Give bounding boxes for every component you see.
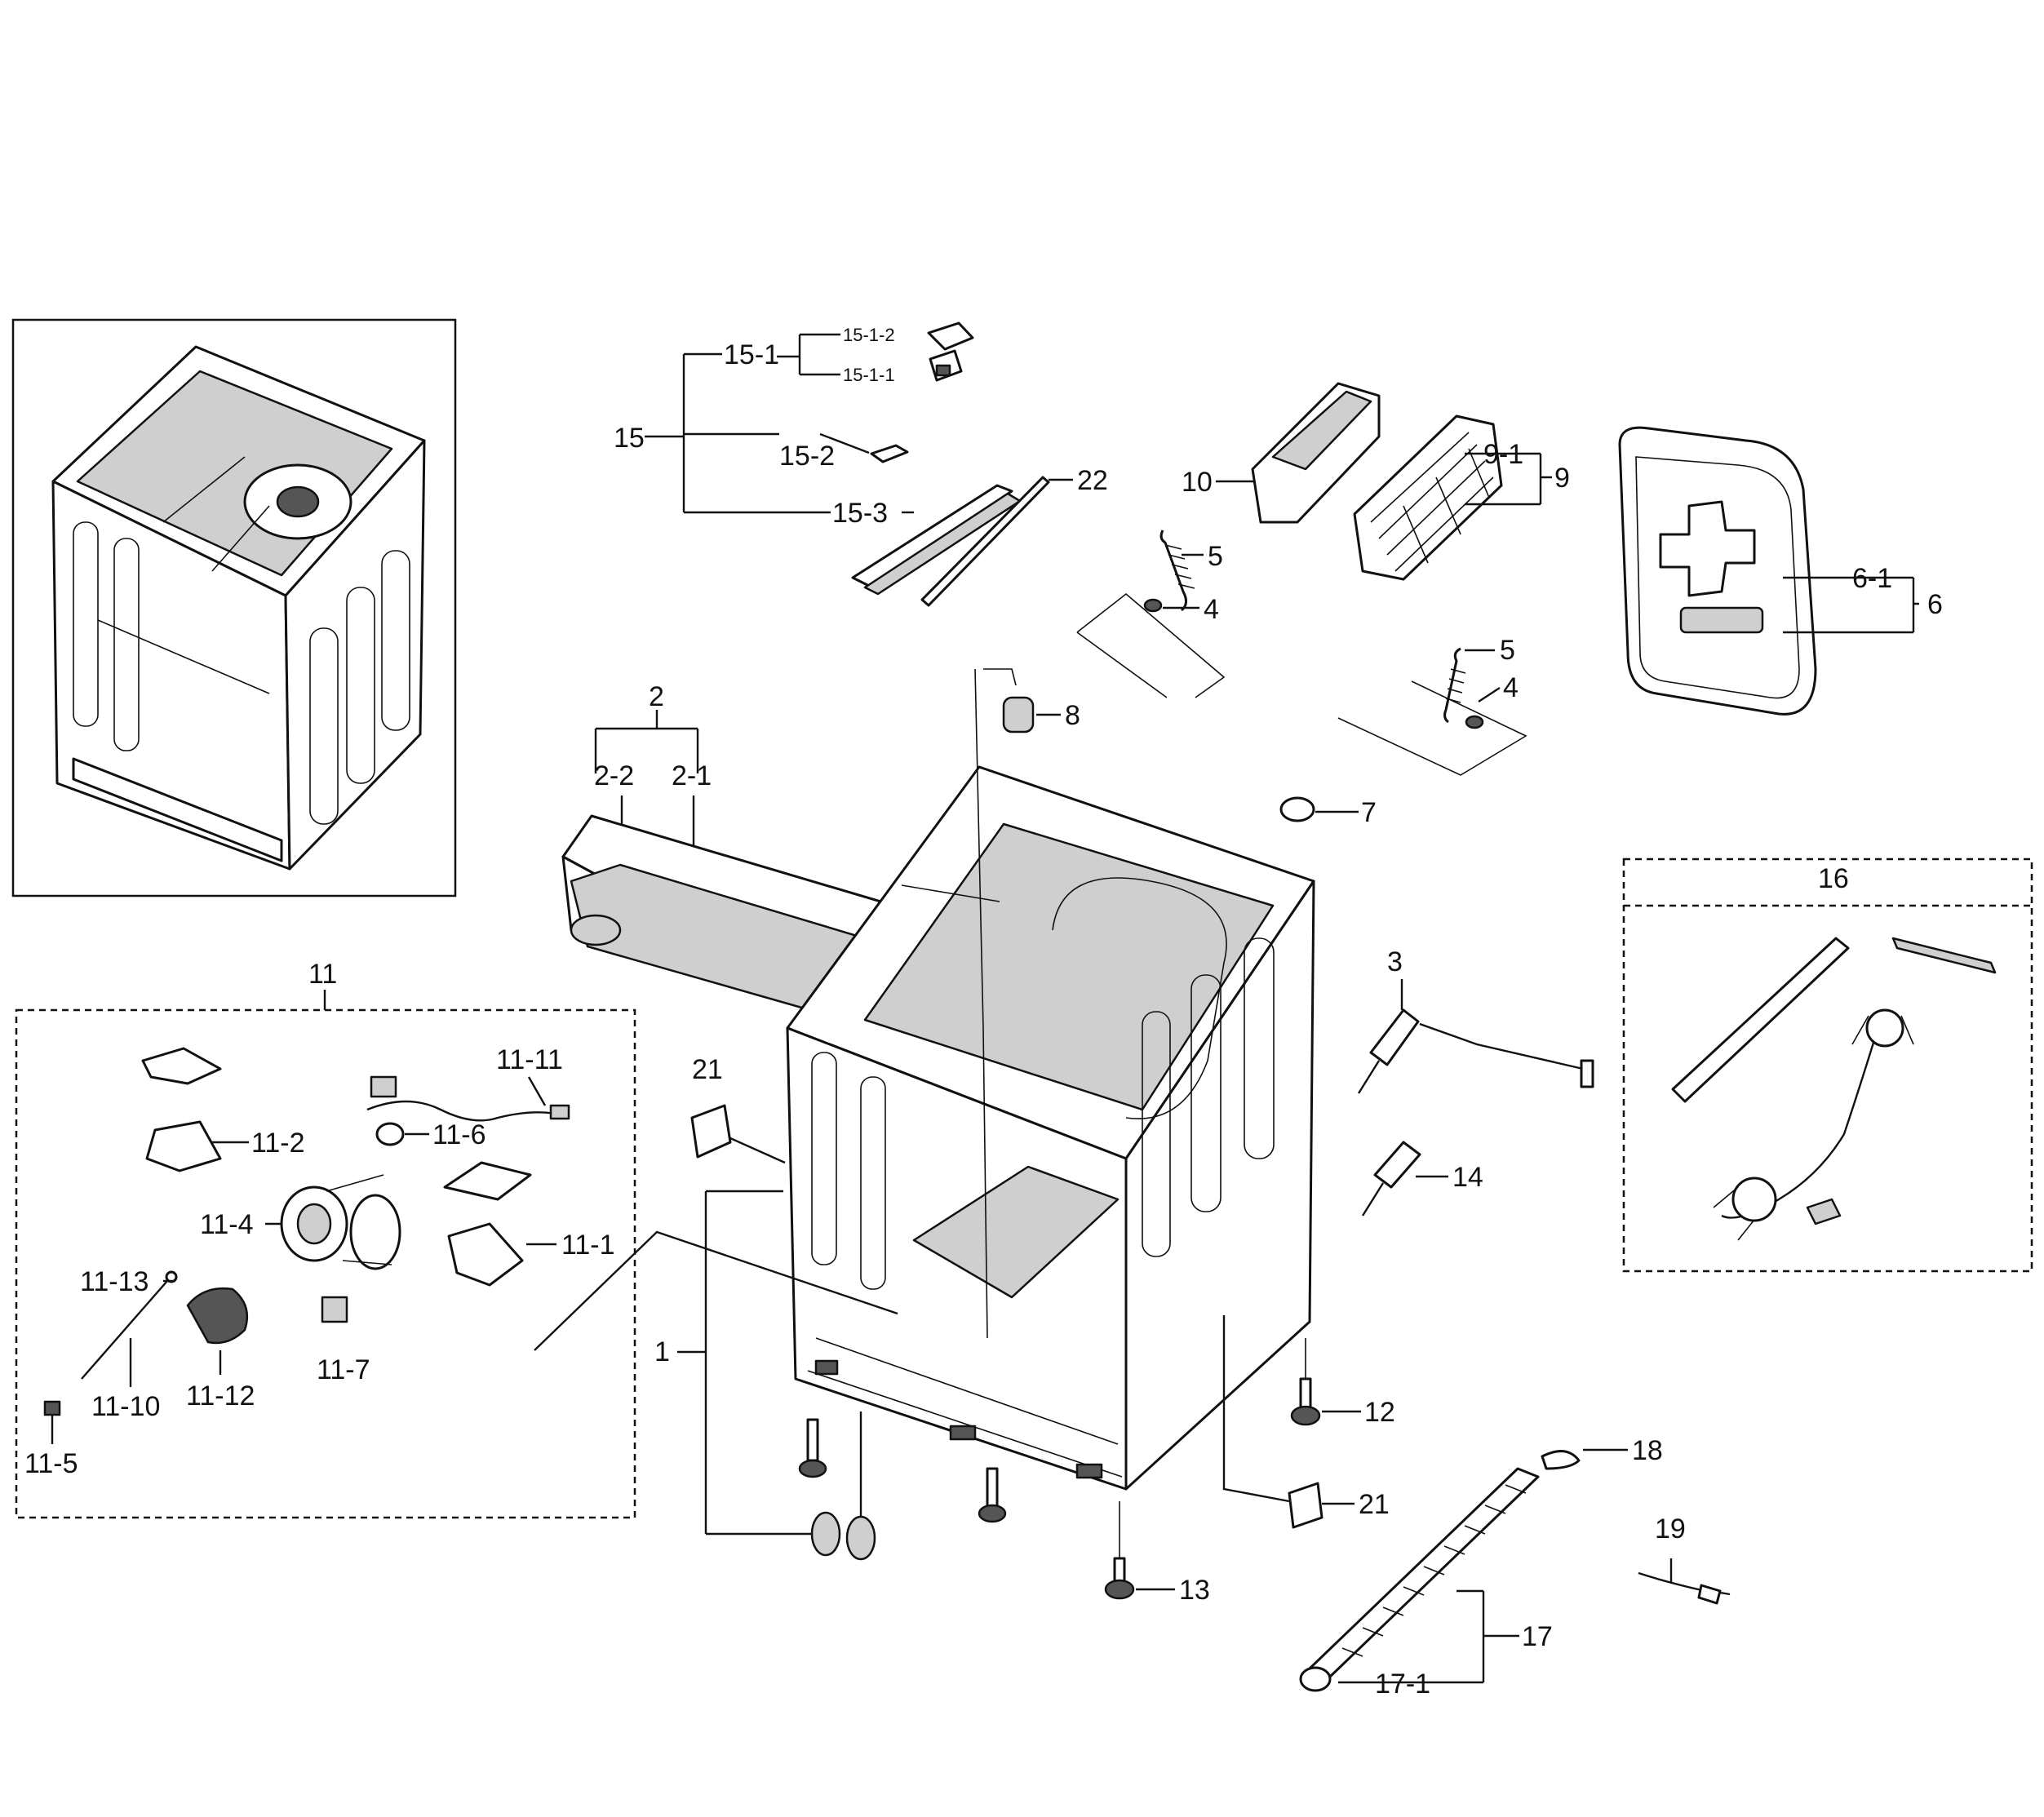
part-22-drawing xyxy=(920,476,1050,607)
callout-22: 22 xyxy=(1077,465,1108,496)
part-15-1-2-drawing xyxy=(927,321,974,351)
callout-4-upper: 4 xyxy=(1204,594,1219,625)
callout-2-2: 2-2 xyxy=(594,760,634,791)
part-group-1: 1 xyxy=(654,1190,1007,1561)
part-group-17-19: 18 17 17-1 19 xyxy=(1299,1435,1731,1700)
callout-7: 7 xyxy=(1361,797,1377,828)
callout-17: 17 xyxy=(1522,1621,1553,1652)
callout-21-lower: 21 xyxy=(1359,1489,1390,1520)
callout-10: 10 xyxy=(1182,467,1213,498)
callout-3: 3 xyxy=(1387,946,1403,977)
part-14-drawing xyxy=(1373,1141,1421,1189)
part-group-3-14: 3 14 xyxy=(1357,946,1594,1217)
callout-15-1: 15-1 xyxy=(724,339,779,370)
callout-11-2: 11-2 xyxy=(251,1128,305,1159)
part-3-drawing xyxy=(1369,1008,1420,1066)
part-11-2-drawing xyxy=(145,1120,222,1172)
part-11-box xyxy=(15,1008,636,1519)
callout-18: 18 xyxy=(1632,1435,1663,1466)
callout-2-1: 2-1 xyxy=(672,760,712,791)
callout-8: 8 xyxy=(1065,700,1080,731)
part-11-12-drawing xyxy=(186,1287,249,1345)
part-group-15: 15 15-1 15-1-2 15-1-1 15-2 15-3 22 xyxy=(614,321,1108,607)
part-group-21: 21 21 xyxy=(690,1054,1390,1529)
part-11-6-drawing xyxy=(375,1122,405,1146)
part-15-2-drawing xyxy=(870,444,909,463)
part-group-6: 6-1 6 xyxy=(1618,426,1943,716)
callout-5-lower: 5 xyxy=(1500,635,1515,666)
part-16-box xyxy=(1622,858,2033,1273)
leveling-feet-drawing xyxy=(798,1411,1007,1561)
callout-11-10: 11-10 xyxy=(91,1391,160,1422)
callout-15-2: 15-2 xyxy=(779,441,835,472)
part-16-rail-drawing xyxy=(1671,937,1850,1103)
part-17-1-drawing xyxy=(1299,1666,1332,1692)
callout-9-1: 9-1 xyxy=(1483,439,1523,470)
callout-6-1: 6-1 xyxy=(1852,563,1892,594)
assembled-cabinet-drawing xyxy=(51,345,426,871)
callout-2: 2 xyxy=(649,681,664,712)
part-group-9-10: 10 9-1 9 xyxy=(1182,382,1570,581)
part-11-5-drawing xyxy=(43,1400,61,1416)
callout-11-5: 11-5 xyxy=(24,1448,78,1479)
callout-9: 9 xyxy=(1554,463,1570,494)
callout-4-lower: 4 xyxy=(1503,672,1519,703)
callout-17-1: 17-1 xyxy=(1375,1669,1430,1700)
inset-assembled-cabinet xyxy=(11,318,457,897)
part-8-drawing xyxy=(1002,696,1035,733)
part-group-8: 8 xyxy=(983,668,1080,733)
callout-19: 19 xyxy=(1655,1513,1686,1544)
part-group-2: 2 2-2 2-1 xyxy=(561,681,924,1038)
part-group-4-5: 5 4 5 4 xyxy=(1076,530,1527,776)
callout-11-7: 11-7 xyxy=(317,1354,370,1385)
callout-12: 12 xyxy=(1364,1397,1395,1428)
callout-15-1-2: 15-1-2 xyxy=(843,325,895,345)
callout-11-11: 11-11 xyxy=(496,1044,563,1075)
part-18-drawing xyxy=(1541,1450,1581,1470)
inset-frame xyxy=(11,318,457,897)
part-11-cover-drawing xyxy=(141,1047,222,1085)
part-12-drawing xyxy=(1290,1405,1321,1426)
callout-15: 15 xyxy=(614,423,645,454)
callout-14: 14 xyxy=(1452,1162,1483,1193)
callout-11-6: 11-6 xyxy=(432,1119,486,1150)
part-group-12-13: 12 13 xyxy=(1104,1338,1395,1606)
callout-11-13: 11-13 xyxy=(80,1266,149,1297)
callout-1: 1 xyxy=(654,1336,670,1367)
callout-11: 11 xyxy=(308,959,337,990)
part-11-1-drawing xyxy=(447,1222,524,1287)
callout-16: 16 xyxy=(1818,863,1849,894)
callout-15-3: 15-3 xyxy=(832,498,888,529)
part-11-7-drawing xyxy=(321,1296,348,1323)
part-17-drawing xyxy=(1308,1467,1540,1678)
part-7-drawing xyxy=(1279,796,1315,822)
callout-11-12: 11-12 xyxy=(186,1380,255,1411)
part-11-1-cover-drawing xyxy=(443,1161,532,1201)
part-21-lower-drawing xyxy=(1288,1482,1324,1529)
part-13-drawing xyxy=(1104,1579,1135,1600)
part-group-16: 16 xyxy=(1622,858,2033,1273)
main-cabinet-drawing: 7 xyxy=(786,668,1377,1491)
part-15-3-drawing xyxy=(851,484,1013,587)
part-group-11: 11 11-11 11-2 11-6 11-1 11-4 11-12 11-7 xyxy=(15,959,898,1519)
callout-21-upper: 21 xyxy=(692,1054,723,1085)
callout-11-1: 11-1 xyxy=(561,1230,615,1261)
callout-13: 13 xyxy=(1179,1575,1210,1606)
part-21-upper-drawing xyxy=(690,1104,732,1159)
callout-11-4: 11-4 xyxy=(200,1209,254,1240)
callout-6: 6 xyxy=(1927,589,1943,620)
callout-5-upper: 5 xyxy=(1208,541,1223,572)
callout-15-1-1: 15-1-1 xyxy=(843,365,895,385)
